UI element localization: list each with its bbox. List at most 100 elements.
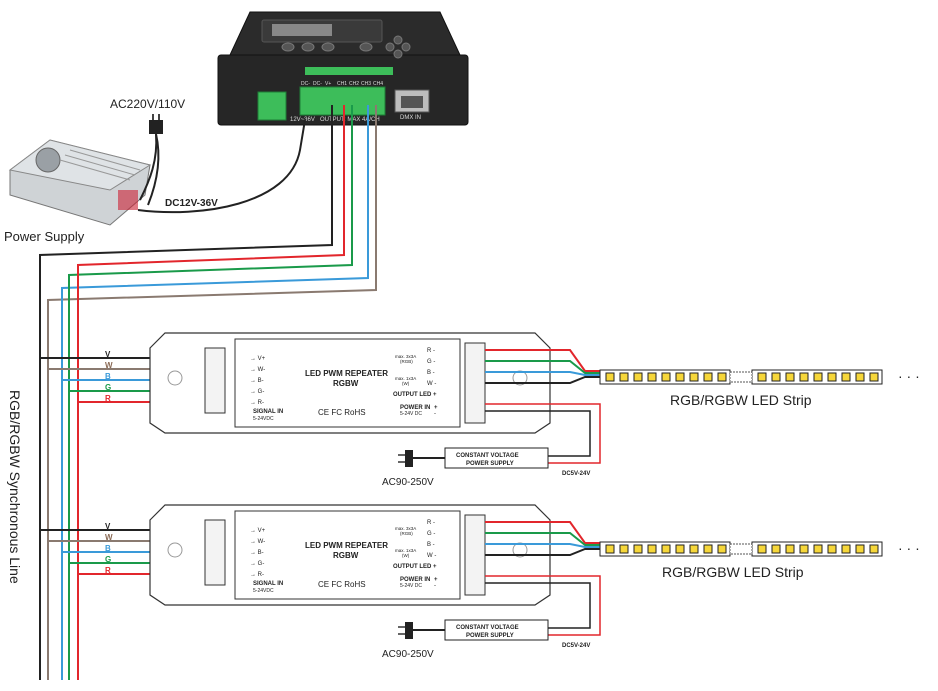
- wire-letter: R: [105, 394, 111, 403]
- dc-out-label: DC5V-24V: [562, 643, 590, 649]
- left-terminal-label: → B-: [250, 550, 264, 556]
- cert-label: CE FC RoHS: [318, 408, 366, 417]
- led-chip: [827, 544, 837, 554]
- left-terminal-label: → W-: [250, 367, 265, 373]
- wire-letter: V: [105, 522, 111, 531]
- sync-wire: [61, 105, 369, 680]
- power-supply-label: Power Supply: [4, 229, 85, 244]
- sync-wire: [47, 105, 377, 680]
- repeater-subtitle: RGBW: [333, 379, 359, 388]
- ac-plug-icon: [149, 114, 163, 134]
- repeater-subtitle: RGBW: [333, 551, 359, 560]
- max-w-label: max. 1x3A: [395, 376, 416, 381]
- controller-output-label: OUTPUT: MAX 4A/CH: [320, 117, 380, 123]
- signal-volt-label: 5-24VDC: [253, 588, 274, 594]
- led-chip: [647, 544, 657, 554]
- power-supply-unit: [8, 139, 152, 226]
- led-chip: [757, 372, 767, 382]
- led-chip: [619, 544, 629, 554]
- wire-letter: G: [105, 383, 111, 392]
- max-rgb-sub-label: (RGB): [400, 531, 413, 536]
- max-w-sub-label: (W): [402, 553, 410, 558]
- strip-connector: [729, 371, 753, 383]
- wire-letter: W: [105, 533, 113, 542]
- right-terminal-label: R -: [427, 520, 435, 526]
- led-chip: [855, 372, 865, 382]
- ac-in-label: AC90-250V: [382, 477, 434, 488]
- led-strip-label: RGB/RGBW LED Strip: [670, 392, 812, 408]
- max-w-label: max. 1x3A: [395, 548, 416, 553]
- strip-continuation: · · ·: [898, 368, 920, 384]
- repeater-title: LED PWM REPEATER: [305, 369, 388, 378]
- right-terminal-label: G -: [427, 531, 435, 537]
- controller-terminal-label: DC-: [301, 81, 310, 87]
- strip-connector: [729, 543, 753, 555]
- power-wire-negative: [485, 410, 591, 457]
- right-terminal-label: W -: [427, 381, 436, 387]
- max-w-sub-label: (W): [402, 381, 410, 386]
- led-chip: [841, 372, 851, 382]
- wire-letter: B: [105, 372, 111, 381]
- led-chip: [605, 544, 615, 554]
- max-rgb-label: max. 3x3A: [395, 354, 416, 359]
- led-chip: [717, 372, 727, 382]
- power-in-plus: +: [434, 405, 438, 411]
- output-wire: [485, 371, 600, 376]
- left-terminal-label: → B-: [250, 378, 264, 384]
- controller-terminal-label: CH4: [373, 81, 383, 87]
- output-wire: [485, 521, 600, 544]
- repeater-label-panel: [234, 338, 461, 428]
- left-terminal-block: [204, 519, 226, 586]
- power-in-plus: +: [434, 577, 438, 583]
- led-chip: [689, 372, 699, 382]
- right-terminal-block: [464, 342, 486, 424]
- led-chip: [605, 372, 615, 382]
- power-in-minus: -: [434, 583, 436, 589]
- led-chip: [813, 372, 823, 382]
- output-led-label: OUTPUT LED +: [393, 392, 437, 398]
- wire-letter: B: [105, 544, 111, 553]
- ac-in-label: AC90-250V: [382, 649, 434, 660]
- power-wire-positive: [485, 575, 601, 636]
- led-chip: [633, 372, 643, 382]
- cv-supply-line1: CONSTANT VOLTAGE: [456, 453, 519, 459]
- right-terminal-label: R -: [427, 348, 435, 354]
- power-in-minus: -: [434, 411, 436, 417]
- dc-input-label: DC12V-36V: [165, 198, 218, 209]
- controller-voltage-label: 12V~36V: [290, 117, 315, 123]
- led-chip: [869, 372, 879, 382]
- right-terminal-block: [464, 514, 486, 596]
- led-chip: [703, 544, 713, 554]
- left-terminal-label: → R-: [250, 572, 264, 578]
- signal-in-label: SIGNAL IN: [253, 581, 283, 587]
- signal-in-label: SIGNAL IN: [253, 409, 283, 415]
- led-chip: [661, 544, 671, 554]
- right-terminal-label: B -: [427, 542, 435, 548]
- led-chip: [869, 544, 879, 554]
- ac-plug-icon: [405, 450, 413, 467]
- strip-continuation: · · ·: [898, 540, 920, 556]
- led-chip: [661, 372, 671, 382]
- mount-hole: [167, 370, 183, 386]
- led-chip: [703, 372, 713, 382]
- controller-terminal-label: V+: [325, 81, 331, 87]
- controller-terminal-label: DC-: [313, 81, 322, 87]
- dmx-in-label: DMX IN: [400, 115, 421, 121]
- led-chip: [841, 544, 851, 554]
- cv-supply-line2: POWER SUPPLY: [466, 633, 514, 639]
- controller-terminal-label: CH3: [361, 81, 371, 87]
- led-chip: [813, 544, 823, 554]
- led-chip: [675, 544, 685, 554]
- mount-hole: [167, 542, 183, 558]
- power-in-volt-label: 5-24V DC: [400, 583, 422, 589]
- repeater-title: LED PWM REPEATER: [305, 541, 388, 550]
- led-chip: [855, 544, 865, 554]
- left-terminal-label: → V+: [250, 528, 266, 534]
- dc-out-label: DC5V-24V: [562, 471, 590, 477]
- led-chip: [647, 372, 657, 382]
- power-in-label: POWER IN: [400, 405, 430, 411]
- max-rgb-sub-label: (RGB): [400, 359, 413, 364]
- output-wire: [485, 543, 600, 548]
